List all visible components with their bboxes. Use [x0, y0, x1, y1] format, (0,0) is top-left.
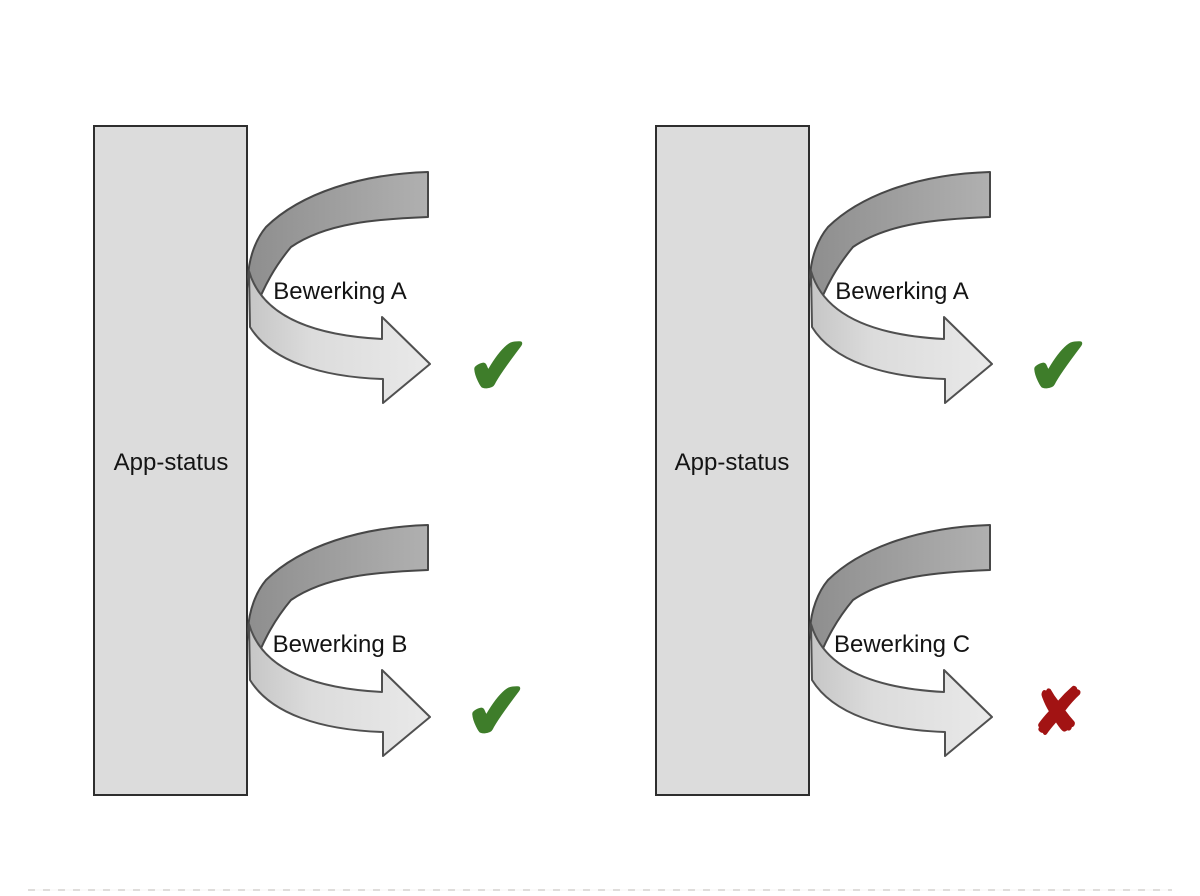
checkmark-icon: ✔: [461, 664, 533, 758]
operation-label-left-b: Bewerking B: [272, 631, 408, 658]
checkmark-icon: ✔: [1023, 319, 1095, 413]
checkmark-icon: ✔: [463, 319, 535, 413]
cross-icon: ✘: [1031, 676, 1085, 748]
bottom-edge-artifact: [28, 889, 1172, 891]
operation-label-left-a: Bewerking A: [273, 278, 407, 305]
operation-label-right-c: Bewerking C: [833, 631, 971, 658]
app-status-label-left: App-status: [113, 449, 229, 476]
operation-label-right-a: Bewerking A: [835, 278, 969, 305]
app-status-label-right: App-status: [674, 449, 790, 476]
app-status-box-left: [93, 125, 248, 796]
app-status-box-right: [655, 125, 810, 796]
